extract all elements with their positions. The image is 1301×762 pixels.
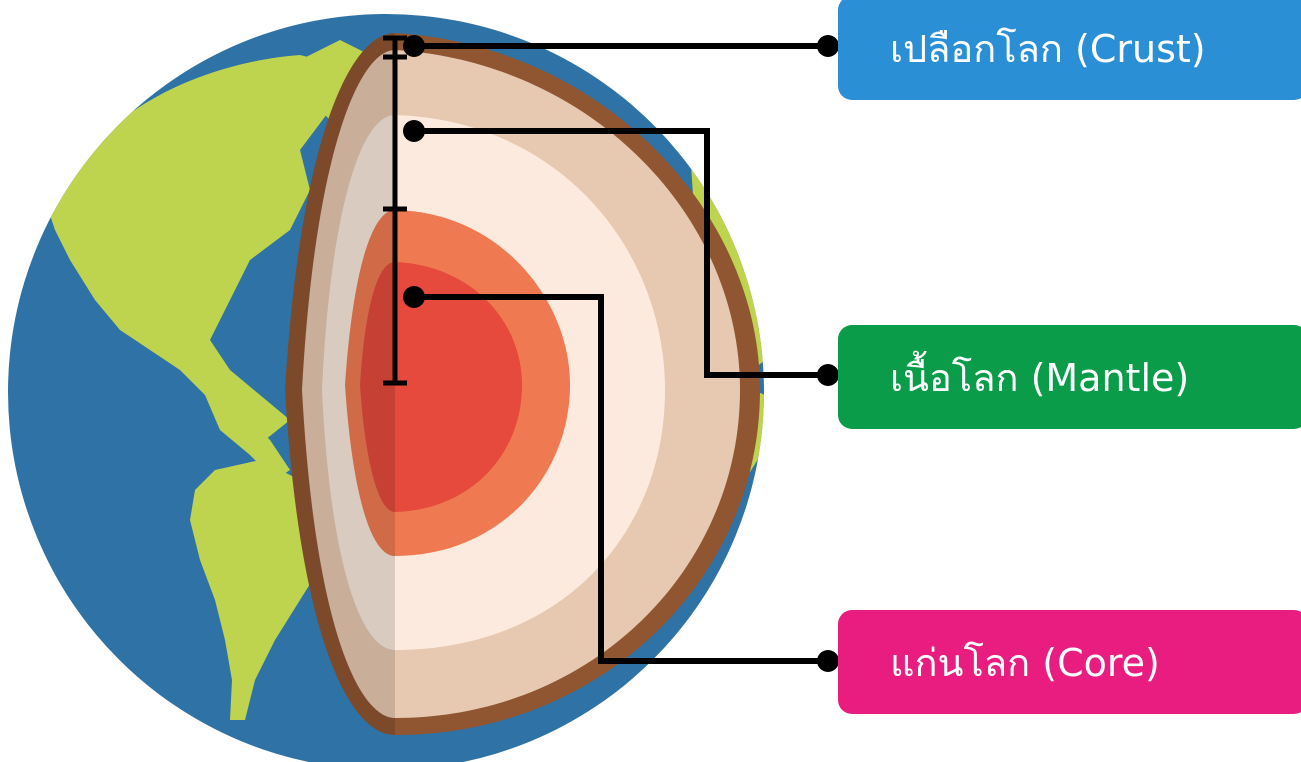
label-crust: เปลือกโลก (Crust) bbox=[838, 0, 1301, 100]
label-mantle: เนื้อโลก (Mantle) bbox=[838, 325, 1301, 429]
dot-mantle-start bbox=[403, 120, 425, 142]
dot-core-end bbox=[817, 650, 839, 672]
label-crust-text: เปลือกโลก (Crust) bbox=[890, 18, 1206, 79]
dot-core-start bbox=[403, 286, 425, 308]
cross-section bbox=[285, 33, 760, 735]
label-core: แก่นโลก (Core) bbox=[838, 610, 1301, 714]
dot-crust-start bbox=[403, 35, 425, 57]
label-core-text: แก่นโลก (Core) bbox=[890, 632, 1160, 693]
dot-crust-end bbox=[817, 35, 839, 57]
label-mantle-text: เนื้อโลก (Mantle) bbox=[890, 347, 1189, 408]
dot-mantle-end bbox=[817, 364, 839, 386]
